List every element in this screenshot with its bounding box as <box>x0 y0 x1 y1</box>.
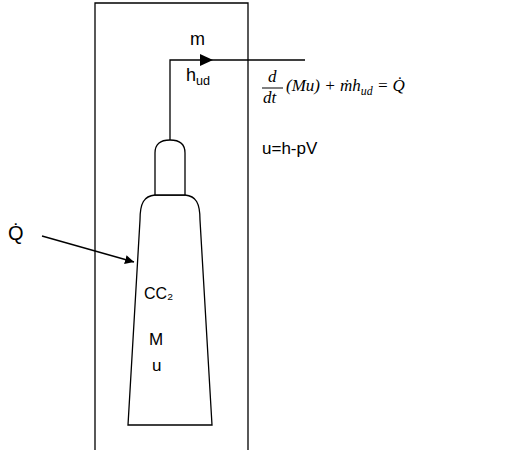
bottle-outline <box>122 135 218 428</box>
text-part: h <box>186 65 196 85</box>
outlet-pipe <box>170 60 305 140</box>
text-part: (Mu) + ṁh <box>286 76 361 95</box>
gas-label: CC₂ <box>144 285 173 303</box>
bottle-body <box>128 195 212 425</box>
heat-label: Q̇ <box>8 222 24 244</box>
gas-bottle: CC₂ Mu <box>122 135 218 428</box>
mass-flow-label: m <box>190 30 205 50</box>
relation-label: u=h-pV <box>262 140 317 159</box>
mass-label: M <box>149 331 163 350</box>
equation: (Mu) + ṁhud = Q̇ <box>286 77 405 96</box>
equation-part: d <box>268 68 277 87</box>
equation-part: dt <box>263 89 276 108</box>
text-part: = Q̇ <box>373 76 405 95</box>
bottle-valve <box>155 140 185 195</box>
control-volume-boundary <box>95 3 248 450</box>
subscript: ud <box>196 74 210 88</box>
enthalpy-label: hud <box>186 66 210 86</box>
flow-arrowhead <box>200 54 213 66</box>
subscript: ud <box>361 84 373 98</box>
energy-label: u <box>152 357 161 376</box>
heat-arrow <box>42 236 134 262</box>
